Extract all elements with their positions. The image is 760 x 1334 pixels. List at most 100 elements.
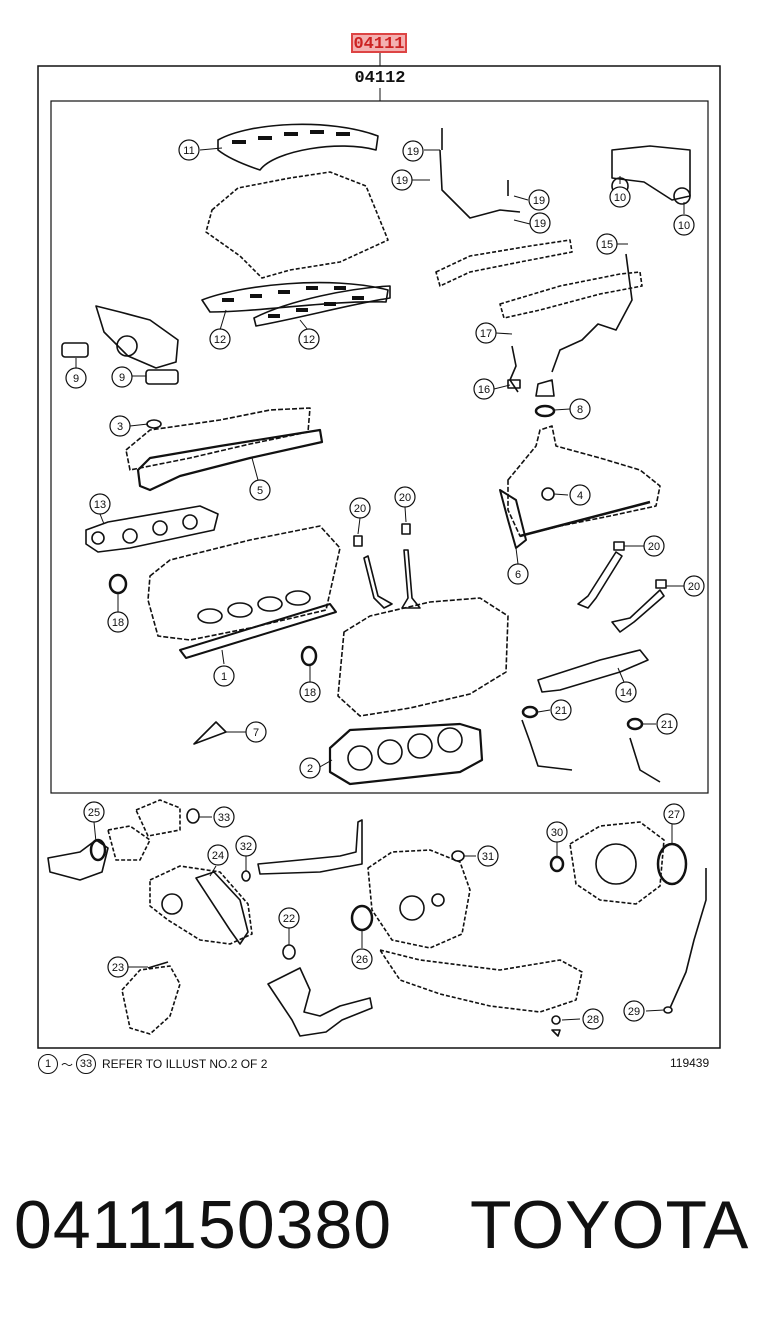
water-pump	[149, 865, 253, 945]
callout-label: 31	[482, 851, 494, 863]
pump-gasket-24	[195, 871, 249, 945]
callout-5: 5	[249, 479, 271, 501]
water-outlet-housing	[95, 305, 179, 369]
o-ring-33	[186, 808, 200, 824]
footnote-separator: ～	[61, 1057, 74, 1072]
callout-circle	[569, 398, 591, 420]
callout-label: 9	[119, 372, 125, 384]
callout-20: 20	[394, 486, 416, 508]
timing-cover	[367, 849, 471, 949]
callout-label: 18	[304, 687, 316, 699]
gasket-8	[534, 404, 556, 418]
cover-plate	[135, 799, 181, 837]
callout-label: 6	[515, 569, 521, 581]
callout-circle	[65, 367, 87, 389]
plug-28	[551, 1015, 561, 1025]
callout-label: 8	[577, 404, 583, 416]
callout-3: 3	[109, 415, 131, 437]
callout-14: 14	[615, 681, 637, 703]
callout-circle	[528, 189, 550, 211]
intake-gasket-11	[217, 123, 379, 171]
callout-12: 12	[209, 328, 231, 350]
oil-seal-18a	[108, 573, 128, 595]
callout-circle	[213, 665, 235, 687]
callout-circle	[178, 139, 200, 161]
callout-33: 33	[213, 806, 235, 828]
footnote-range-start: 1	[38, 1054, 58, 1074]
callout-11: 11	[178, 139, 200, 161]
callout-21: 21	[550, 699, 572, 721]
seal-21a	[521, 705, 539, 719]
oil-seal-18b	[300, 645, 318, 667]
callout-8: 8	[569, 398, 591, 420]
sub-kit-code: 04112	[354, 69, 406, 88]
inner-frame	[50, 100, 709, 794]
valve-cover-left	[125, 407, 311, 471]
part-number: 0411150380	[14, 1187, 393, 1263]
callout-26: 26	[351, 948, 373, 970]
callout-circle	[213, 806, 235, 828]
part-17	[509, 345, 519, 393]
callout-circle	[209, 328, 231, 350]
callout-label: 19	[534, 218, 546, 230]
callout-label: 10	[614, 192, 626, 204]
footnote: 1 ～ 33 REFER TO ILLUST NO.2 OF 2	[38, 1054, 267, 1074]
callout-9: 9	[65, 367, 87, 389]
callout-circle	[299, 681, 321, 703]
callout-20: 20	[349, 497, 371, 519]
callout-label: 20	[688, 581, 700, 593]
callout-label: 27	[668, 809, 680, 821]
callout-circle	[207, 844, 229, 866]
callout-circle	[673, 214, 695, 236]
callout-label: 21	[661, 719, 673, 731]
water-inlet	[107, 825, 151, 861]
callout-31: 31	[477, 845, 499, 867]
plug-30	[549, 855, 565, 873]
gasket-25	[89, 838, 107, 862]
callout-circle	[249, 479, 271, 501]
callout-label: 17	[480, 328, 492, 340]
callout-label: 28	[587, 1014, 599, 1026]
kit-code-highlight[interactable]: 04111	[351, 33, 407, 54]
thermostat-housing	[47, 839, 109, 881]
callout-32: 32	[235, 835, 257, 857]
callout-label: 14	[620, 687, 632, 699]
callout-label: 22	[283, 913, 295, 925]
callout-label: 20	[399, 492, 411, 504]
callout-23: 23	[107, 956, 129, 978]
outer-frame	[37, 65, 721, 1049]
cylinder-block	[337, 597, 509, 717]
callout-circle	[529, 212, 551, 234]
callout-1: 1	[213, 665, 235, 687]
callout-label: 12	[214, 334, 226, 346]
callout-label: 19	[533, 195, 545, 207]
pipe-15	[551, 253, 633, 373]
callout-label: 20	[648, 541, 660, 553]
cylinder-head-left	[147, 525, 341, 641]
callout-label: 3	[117, 421, 123, 433]
callout-13: 13	[89, 493, 111, 515]
callout-label: 21	[555, 705, 567, 717]
callout-29: 29	[623, 1000, 645, 1022]
callout-2: 2	[299, 757, 321, 779]
callout-label: 16	[478, 384, 490, 396]
callout-circle	[245, 721, 267, 743]
callout-label: 23	[112, 962, 124, 974]
callout-circle	[111, 366, 133, 388]
callout-7: 7	[245, 721, 267, 743]
exhaust-gasket-14	[537, 649, 649, 693]
gasket-22	[282, 944, 296, 960]
callout-9: 9	[111, 366, 133, 388]
head-gasket-1	[179, 603, 337, 659]
seal-21b	[626, 717, 644, 731]
callout-circle	[656, 713, 678, 735]
valve-20c	[577, 551, 623, 609]
rear-cover	[569, 821, 665, 905]
footnote-range-end: 33	[76, 1054, 97, 1074]
callout-label: 30	[551, 827, 563, 839]
callout-10: 10	[609, 186, 631, 208]
callout-circle	[609, 186, 631, 208]
callout-12: 12	[298, 328, 320, 350]
head-gasket-2	[328, 722, 484, 786]
